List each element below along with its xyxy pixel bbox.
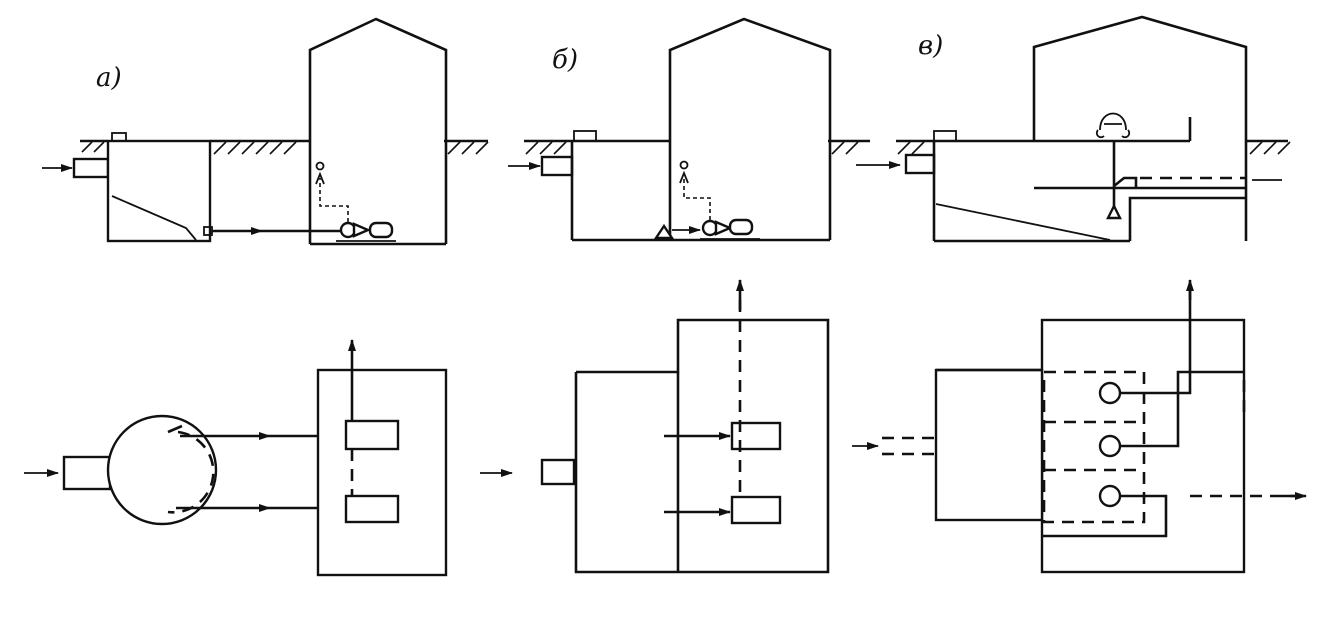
tank-under-house <box>1042 370 1146 524</box>
pump-unit <box>653 160 760 240</box>
panel-b-label: б) <box>552 45 578 75</box>
panel-a-section: а) <box>42 17 489 246</box>
vacuum-pump-unit <box>1095 112 1282 220</box>
inlet-pipe <box>72 157 110 179</box>
pump-3 <box>1098 484 1122 508</box>
panel-b-plan <box>480 279 830 574</box>
ground-hatching-c <box>896 139 1291 155</box>
pump-1 <box>344 419 400 451</box>
inlet-pipe <box>62 455 112 491</box>
inlet-pipe <box>540 155 574 177</box>
panel-a-plan <box>24 339 448 577</box>
manhole-hatch <box>111 132 127 142</box>
pump-house-plan <box>316 368 448 577</box>
pump-2 <box>344 494 400 524</box>
pump-house <box>308 17 448 244</box>
pump-1 <box>1098 381 1122 405</box>
manhole-hatch <box>573 130 597 142</box>
pump-unit <box>315 161 396 242</box>
tank-bottom-slope <box>111 195 197 241</box>
panel-b-section: б) <box>508 17 870 242</box>
pump-house <box>668 17 832 240</box>
panel-c-plan <box>852 279 1307 574</box>
building-plan-outline <box>574 318 830 574</box>
pump-house <box>1032 15 1248 241</box>
receiving-tank <box>106 139 212 243</box>
inlet-pipe <box>540 458 576 486</box>
round-tank <box>106 414 218 526</box>
tank-partition <box>167 430 215 514</box>
discharge-line-1 <box>1120 290 1192 395</box>
inlet-pipe <box>904 153 936 175</box>
pump-1 <box>730 421 782 451</box>
manhole-hatch <box>933 130 957 142</box>
panel-a-label: а) <box>96 63 122 93</box>
ground-hatching-a <box>80 139 489 155</box>
tank-bottom-slope <box>935 203 1111 241</box>
pump-2 <box>730 495 782 525</box>
panel-c-label: в) <box>918 31 943 61</box>
pump-2 <box>1098 434 1122 458</box>
tank-plan <box>934 368 1044 522</box>
panel-c-section: в) <box>856 15 1291 243</box>
ground-hatching-b <box>524 139 870 155</box>
